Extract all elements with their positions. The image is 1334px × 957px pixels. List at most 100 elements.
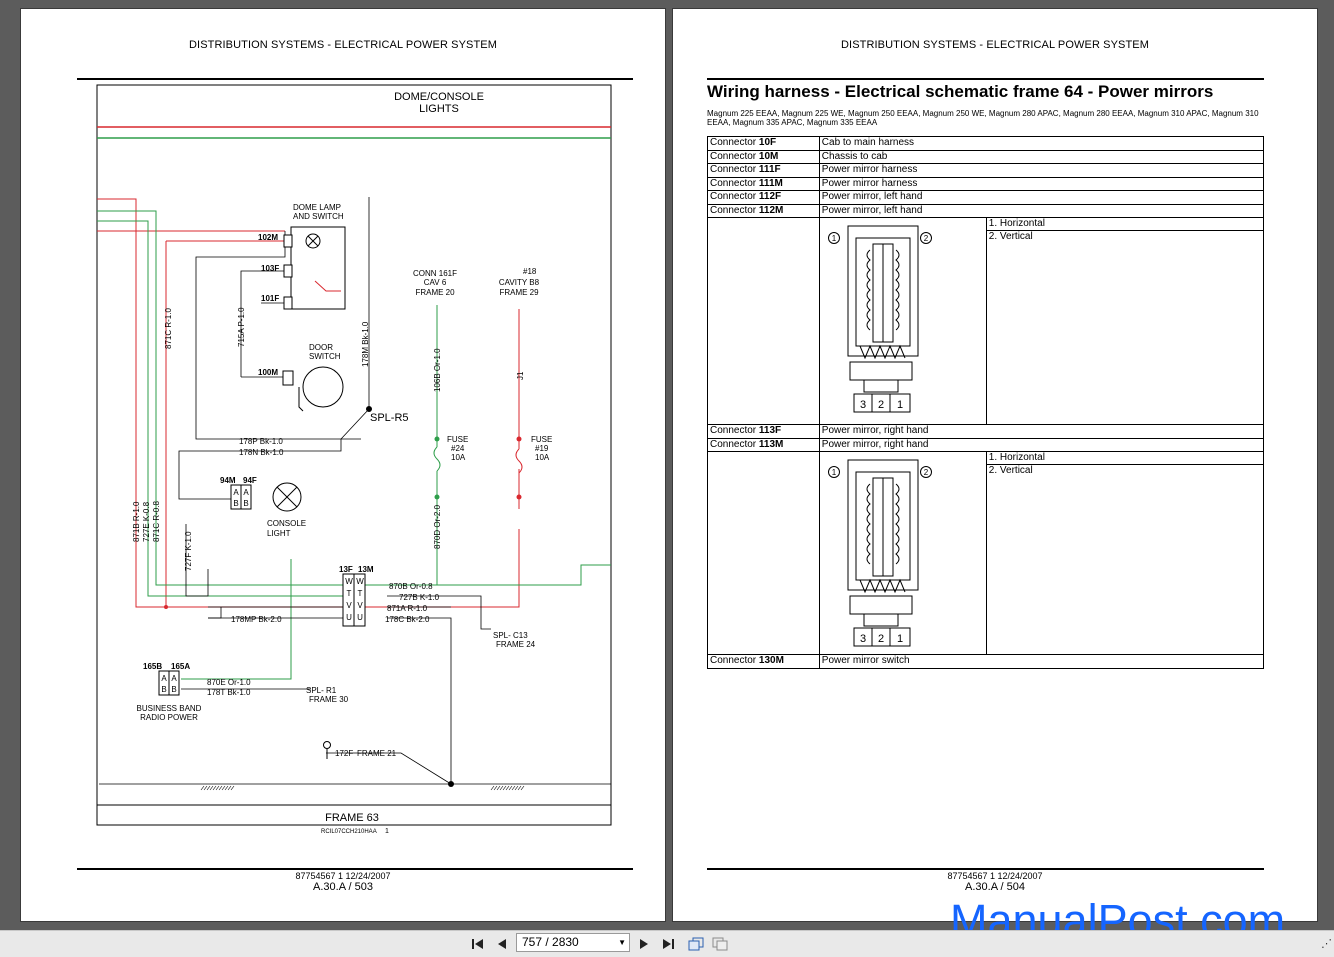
previous-view-icon[interactable] bbox=[688, 936, 704, 952]
door-switch-label-2: SWITCH bbox=[309, 352, 341, 361]
pin-label: B bbox=[161, 685, 166, 694]
cavity-label: #18 bbox=[523, 267, 537, 276]
frame-label: FRAME 63 bbox=[325, 812, 379, 824]
footer-rule bbox=[707, 868, 1264, 870]
connector-id: 112M bbox=[758, 204, 784, 216]
conn161-label-3: FRAME 20 bbox=[415, 288, 455, 297]
fuse19-label: FUSE bbox=[531, 435, 552, 444]
page-indicator: 757 / 2830 bbox=[522, 935, 579, 949]
connector-id: 112F bbox=[758, 191, 782, 202]
wire-871a: 871A R-1.0 bbox=[387, 604, 428, 613]
diagram-label: 1 bbox=[897, 633, 903, 645]
pin-item: 1. Horizontal bbox=[986, 452, 1263, 465]
wire-178n: 178N Bk-1.0 bbox=[239, 448, 284, 457]
connector-id: 10M bbox=[758, 150, 779, 162]
last-page-icon[interactable] bbox=[660, 936, 676, 952]
pin-label: U bbox=[346, 613, 352, 622]
pin-label: A bbox=[171, 674, 177, 683]
model-list: Magnum 225 EEAA, Magnum 225 WE, Magnum 2… bbox=[707, 109, 1259, 127]
frame21-label: FRAME 21 bbox=[357, 749, 397, 758]
page-header: DISTRIBUTION SYSTEMS - ELECTRICAL POWER … bbox=[841, 39, 1149, 51]
connector-diagram: 1 2 3 2 1 bbox=[820, 218, 987, 424]
page-number-select[interactable]: 757 / 2830 ▼ bbox=[516, 933, 630, 952]
diagram-label: 1 bbox=[832, 468, 837, 477]
footer-doc-number: 87754567 1 12/24/2007 bbox=[295, 871, 391, 881]
pin-label: U bbox=[357, 613, 363, 622]
diagram-label: 2 bbox=[924, 234, 929, 243]
connector-desc: Power mirror, left hand bbox=[818, 190, 1265, 205]
connector-id: 10F bbox=[758, 137, 777, 148]
next-view-icon[interactable] bbox=[712, 936, 728, 952]
first-page-icon[interactable] bbox=[470, 936, 486, 952]
diagram-label: 2 bbox=[878, 633, 884, 645]
resize-grip-icon[interactable]: ⋰ bbox=[1321, 938, 1332, 950]
spl-c13-label-2: FRAME 24 bbox=[496, 640, 536, 649]
conn-13f: 13F bbox=[339, 565, 353, 574]
wire-178mp: 178MP Bk-2.0 bbox=[231, 615, 282, 624]
wire-715a: 715A P-1.0 bbox=[237, 307, 246, 347]
conn-103f: 103F bbox=[261, 264, 279, 273]
wire-871c-2: 871C R-0.8 bbox=[152, 501, 161, 542]
viewer-toolbar: 757 / 2830 ▼ ⋰ bbox=[0, 930, 1334, 957]
header-rule bbox=[707, 78, 1264, 80]
fuse19-label-2: #19 bbox=[535, 444, 549, 453]
connector-diagram: 1 2 3 2 1 bbox=[820, 452, 987, 654]
wire-870b: 870B Or-0.8 bbox=[389, 582, 433, 591]
connector-id: 130M bbox=[758, 655, 784, 666]
connector-diagram-row: 1 2 3 2 1 1. Horizontal 2. Vertical bbox=[707, 217, 1265, 425]
pin-label: B bbox=[243, 499, 248, 508]
business-band-label-2: RADIO POWER bbox=[140, 713, 198, 722]
pin-list: 1. Horizontal 2. Vertical bbox=[986, 218, 1263, 424]
diagram-label: 1 bbox=[897, 399, 903, 411]
footer-rule bbox=[77, 868, 633, 870]
prev-page-icon[interactable] bbox=[494, 936, 510, 952]
pin-label: A bbox=[233, 488, 239, 497]
wire-871c: 871C R-1.0 bbox=[164, 308, 173, 349]
dome-lamp-label: DOME LAMP bbox=[293, 203, 341, 212]
pin-label: W bbox=[356, 577, 364, 586]
cavity-label-3: FRAME 29 bbox=[499, 288, 539, 297]
wire-178p: 178P Bk-1.0 bbox=[239, 437, 283, 446]
fuse19-label-3: 10A bbox=[535, 453, 550, 462]
wire-871b: 871B R-1.0 bbox=[132, 501, 141, 542]
heading-dome: DOME/CONSOLE bbox=[394, 91, 484, 103]
pin-label: V bbox=[357, 601, 363, 610]
fuse24-label: FUSE bbox=[447, 435, 468, 444]
pin-label: T bbox=[347, 589, 352, 598]
footer-page-number: A.30.A / 504 bbox=[965, 881, 1025, 893]
diagram-label: 3 bbox=[860, 633, 866, 645]
next-page-icon[interactable] bbox=[636, 936, 652, 952]
connector-id: 111M bbox=[758, 177, 783, 189]
cavity-label-2: CAVITY B8 bbox=[499, 278, 540, 287]
business-band-label: BUSINESS BAND bbox=[137, 704, 202, 713]
pin-item: 2. Vertical bbox=[988, 465, 1033, 476]
diagram-label: 1 bbox=[832, 234, 837, 243]
console-light-label: CONSOLE bbox=[267, 519, 306, 528]
wire-727e: 727E K-0.8 bbox=[142, 501, 151, 542]
pin-label: T bbox=[358, 589, 363, 598]
figure-ref-number: 1 bbox=[385, 828, 389, 835]
page-right: DISTRIBUTION SYSTEMS - ELECTRICAL POWER … bbox=[672, 8, 1318, 922]
diagram-label: 2 bbox=[924, 468, 929, 477]
pin-label: B bbox=[233, 499, 238, 508]
conn-102m: 102M bbox=[258, 233, 278, 242]
spl-r5-label: SPL-R5 bbox=[370, 412, 409, 424]
diagram-label: 3 bbox=[860, 399, 866, 411]
spl-r1-label: SPL- R1 bbox=[306, 686, 337, 695]
chevron-down-icon: ▼ bbox=[618, 938, 626, 947]
connector-id: 113F bbox=[758, 425, 782, 436]
footer-doc-number: 87754567 1 12/24/2007 bbox=[947, 871, 1043, 881]
connector-desc: Power mirror harness bbox=[818, 176, 1265, 191]
connector-id: 111F bbox=[758, 164, 781, 175]
conn-165b: 165B bbox=[143, 662, 162, 671]
conn-94m: 94M bbox=[220, 476, 236, 485]
conn-13m: 13M bbox=[358, 565, 374, 574]
connector-desc: Power mirror, right hand bbox=[818, 424, 1265, 439]
